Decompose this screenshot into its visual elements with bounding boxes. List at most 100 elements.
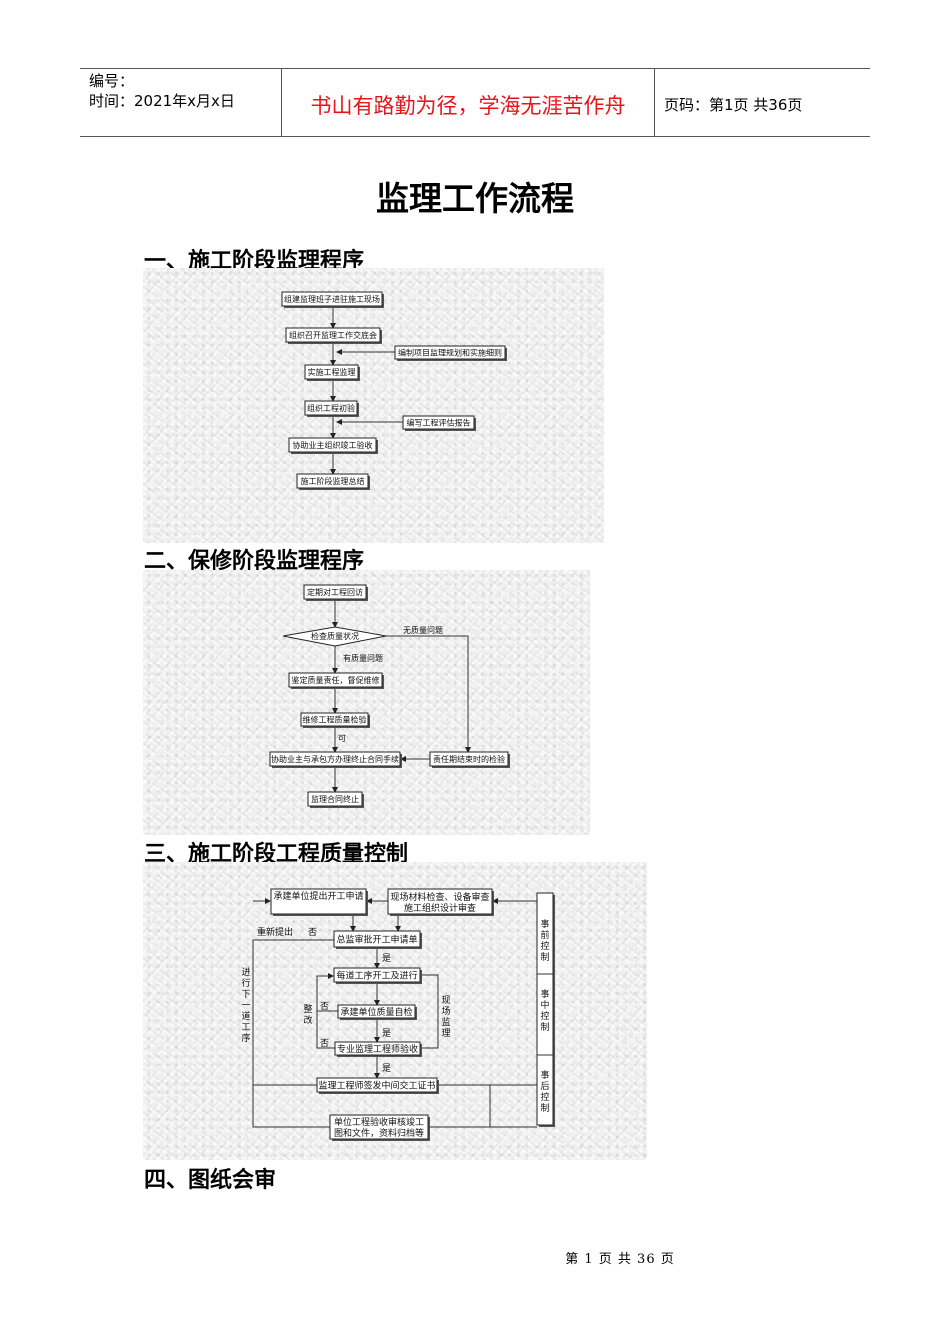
svg-text:序: 序 [241,1032,250,1044]
header-divider [281,68,282,136]
svg-text:场: 场 [441,1006,450,1017]
flow-node: 维修工程质量检验 [300,712,370,728]
svg-text:控: 控 [540,940,549,952]
svg-text:图和文件，资料归档等: 图和文件，资料归档等 [334,1127,424,1139]
label-rectify: 整改 [303,1003,312,1026]
flow-node: 协助业主与承包方办理终止合同手续 [269,751,402,768]
header-motto: 书山有路勤为径，学海无涯苦作舟 [310,94,626,118]
label-has-problem: 有质量问题 [343,653,383,663]
flow-node: 组织工程初验 [304,400,359,417]
flow-arrows [332,599,471,793]
svg-text:改: 改 [303,1014,312,1026]
svg-text:监: 监 [441,1016,450,1028]
label-yes: 是 [382,1028,391,1039]
svg-text:监理合同终止: 监理合同终止 [311,794,359,804]
label-no: 否 [320,1038,329,1049]
svg-text:协助业主组织竣工验收: 协助业主组织竣工验收 [293,440,373,450]
label-no: 否 [320,1001,329,1012]
flow-decision: 检查质量状况 [282,626,387,647]
svg-text:事: 事 [540,988,549,1000]
svg-text:组建监理班子进驻施工现场: 组建监理班子进驻施工现场 [284,294,380,304]
svg-text:责任期结束时的检验: 责任期结束时的检验 [433,754,505,764]
svg-text:组织召开监理工作交底会: 组织召开监理工作交底会 [289,330,377,340]
flow-node: 承建单位质量自检 [337,1004,417,1020]
svg-text:编制项目监理规划和实施细则: 编制项目监理规划和实施细则 [398,348,502,358]
svg-text:单位工程验收审核竣工: 单位工程验收审核竣工 [334,1116,424,1128]
label-ok: 可 [338,734,346,743]
flow-node: 定期对工程回访 [303,584,368,601]
svg-text:组织工程初验: 组织工程初验 [307,403,355,413]
svg-text:承建单位质量自检: 承建单位质量自检 [340,1006,412,1018]
doc-time: 时间：2021年x月x日 [89,92,235,110]
svg-text:行: 行 [241,977,250,989]
svg-text:下: 下 [241,990,250,1000]
svg-text:施工阶段监理总结: 施工阶段监理总结 [301,476,365,486]
svg-text:理: 理 [441,1028,450,1039]
svg-text:实施工程监理: 实施工程监理 [308,367,356,377]
page-footer: 第 1 页 共 36 页 [565,1252,675,1267]
doc-number-label: 编号： [89,72,135,90]
svg-text:一: 一 [241,1001,250,1011]
svg-text:编写工程评估报告: 编写工程评估报告 [407,418,471,428]
flow-node: 承建单位提出开工申请 [270,888,368,916]
flow-node: 总监审批开工申请单 [333,930,422,949]
svg-text:专业监理工程师验收: 专业监理工程师验收 [337,1043,418,1055]
flow-node: 协助业主组织竣工验收 [288,437,378,454]
flowchart-construction-background [143,268,604,543]
flow-node: 专业监理工程师验收 [334,1041,422,1057]
section-heading: 二、保修阶段监理程序 [144,548,365,574]
label-yes: 是 [382,1063,391,1074]
header-top-border [80,68,870,69]
section-heading: 四、图纸会审 [144,1167,277,1193]
flow-node: 每道工序开工及进行 [333,967,422,984]
svg-text:监理工程师签发中间交工证书: 监理工程师签发中间交工证书 [318,1080,435,1092]
flowchart-warranty-background [143,570,590,835]
svg-text:协助业主与承包方办理终止合同手续: 协助业主与承包方办理终止合同手续 [271,754,399,764]
label-no: 否 [308,927,317,938]
flow-node: 监理工程师签发中间交工证书 [316,1077,439,1094]
svg-text:现场材料检查、设备审查: 现场材料检查、设备审查 [390,891,489,903]
svg-text:总监审批开工申请单: 总监审批开工申请单 [336,934,417,946]
flow-node: 鉴定质量责任，督促维修 [288,672,384,689]
svg-text:前: 前 [540,929,549,941]
svg-text:控: 控 [540,1010,549,1022]
header-bottom-border [80,136,870,137]
flow-node: 施工阶段监理总结 [296,473,370,490]
svg-text:后: 后 [540,1081,549,1092]
svg-text:控: 控 [540,1091,549,1103]
svg-text:制: 制 [540,1102,549,1114]
label-resubmit: 重新提出 [257,926,293,938]
flow-node: 监理合同终止 [307,791,364,808]
svg-text:事: 事 [540,1069,549,1081]
svg-text:制: 制 [540,1021,549,1033]
label-no-problem: 无质量问题 [403,625,443,635]
flow-node: 组建监理班子进驻施工现场 [281,291,384,308]
svg-text:整: 整 [303,1003,312,1015]
svg-text:工: 工 [241,1023,250,1033]
flow-node: 实施工程监理 [304,364,360,381]
svg-text:事: 事 [540,918,549,930]
flow-node: 组织召开监理工作交底会 [285,327,382,344]
flow-node-side: 编写工程评估报告 [402,415,476,431]
flow-node: 责任期结束时的检验 [429,751,510,768]
page-title: 监理工作流程 [376,179,574,218]
label-yes: 是 [382,953,391,964]
svg-text:进: 进 [241,967,250,978]
svg-text:每道工序开工及进行: 每道工序开工及进行 [336,970,417,982]
svg-text:现: 现 [441,995,450,1006]
svg-text:定期对工程回访: 定期对工程回访 [307,587,363,597]
svg-text:维修工程质量检验: 维修工程质量检验 [303,715,367,725]
flow-node-side: 编制项目监理规划和实施细则 [394,345,507,361]
svg-text:鉴定质量责任，督促维修: 鉴定质量责任，督促维修 [292,675,380,685]
svg-text:中: 中 [540,999,549,1011]
flowchart-construction-stage: 组建监理班子进驻施工现场 组织召开监理工作交底会 编制项目监理规划和实施细则 实… [281,291,507,490]
svg-text:检查质量状况: 检查质量状况 [311,631,359,641]
